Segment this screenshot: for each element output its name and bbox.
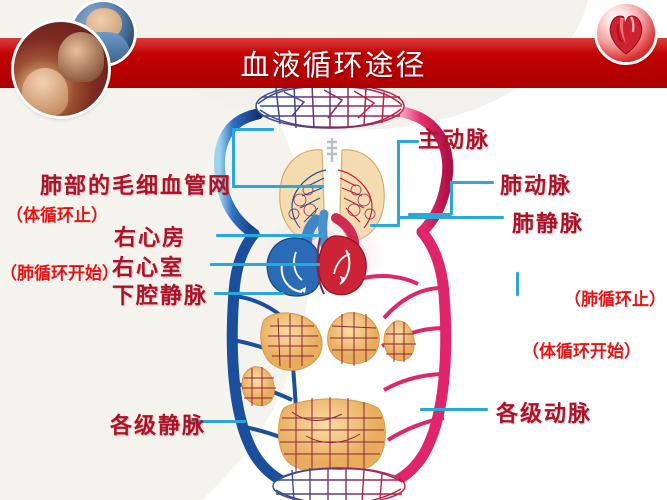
label-right-ventricle: 右心室 [112,255,185,281]
leader-line-veins [184,420,246,423]
heart-chambers [262,209,386,300]
leader-line-pulmonary-capillary-h [232,185,324,188]
leader-line-pulmonary-artery [450,181,494,184]
note-pulmonary-end: （肺循环止） [564,290,666,310]
heart-icon-glyph [609,13,643,55]
leader-line-aorta-v [397,140,400,226]
leader-line-right-atrium [216,234,324,237]
aorta-arch [396,106,454,238]
leader-line-aorta-base [370,224,400,227]
label-inferior-vena-cava: 下腔静脉 [112,283,209,309]
note-systemic-end: （体循环止） [6,206,108,226]
label-veins-all-levels: 各级静脉 [110,413,207,439]
page-title: 血液循环途径 [240,48,427,82]
label-aorta: 主动脉 [418,127,491,153]
leader-line-pulmonary-capillary [232,128,274,131]
leader-line-pulmonary-vein [398,216,504,219]
label-pulmonary-artery: 肺动脉 [500,173,573,199]
superior-vena-cava [213,108,264,240]
note-pulmonary-start: （肺循环开始） [0,264,119,284]
leg-capillary-network [272,467,406,500]
abdominal-organs-capillary-network [241,312,416,495]
leader-line-right-ventricle [210,263,320,266]
label-arteries-all-levels: 各级动脉 [496,401,593,427]
leader-line-arteries [420,408,488,411]
leader-line-pulmonary-artery-base [408,213,452,216]
heart-icon [597,4,655,62]
banner-gloss [0,38,667,54]
leader-line-pulmonary-artery-v [450,181,453,215]
blood-circulation-pathway-diagram [213,83,454,500]
label-pulmonary-capillary-network: 肺部的毛细血管网 [40,173,233,199]
head-capillary-network [255,83,405,129]
label-pulmonary-vein: 肺静脉 [512,211,585,237]
leader-line-inferior-vena-cava [214,292,284,295]
note-systemic-start: （体循环开始） [522,342,641,362]
leader-line-pulmonary-end [516,272,519,296]
leader-line-pulmonary-capillary-v [232,128,235,188]
nurse-and-child-photo [14,22,108,116]
label-right-atrium: 右心房 [114,225,187,251]
left-atrium-ventricle [317,235,367,296]
leader-line-aorta [397,140,419,143]
